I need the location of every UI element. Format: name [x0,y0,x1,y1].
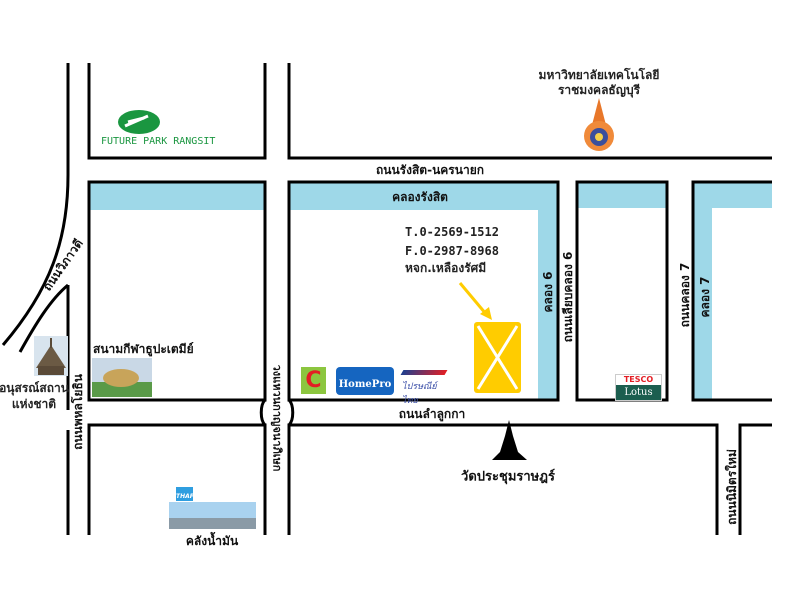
future-park-logo-icon [118,110,160,134]
stadium-label: สนามกีฬาธูปะเตมีย์ [93,342,194,356]
canal-khlong-7 [694,183,712,400]
oil-depot-photo [169,487,256,529]
company-name: หจก.เหลืองรัศมี [405,261,487,275]
canal-rangsit-segment [578,183,667,208]
thappline-logo-text: THAPP [176,493,199,500]
arrow-icon [480,307,492,320]
homepro-logo: HomePro [336,367,394,395]
road-lines [1,63,772,535]
fax-number: F.0-2987-8968 [405,244,499,258]
block-university [287,63,772,160]
block-nimit-mai [738,423,772,535]
university-seal-icon [584,98,614,151]
road-rangsit-nakhon-nayok: ถนนรังสิต-นครนายก [376,163,484,177]
block-khlong-7 [691,180,772,402]
tesco-lotus-logo: TESCO Lotus [615,374,662,401]
road-liap-khlong-6: ถนนเลียบคลอง 6 [561,251,575,343]
lotus-text: Lotus [616,385,661,400]
tesco-text: TESCO [616,375,661,385]
road-khlong-7: ถนนคลอง 7 [678,262,692,328]
thailand-post-text: ไปรษณีย์ไทย [402,382,437,406]
university-label-line1: มหาวิทยาลัยเทคโนโลยี [538,68,660,82]
road-phahonyothin: ถนนพหลโยธิน [71,374,85,450]
monument-icon [34,336,68,376]
road-kanchanaphisek: วงแหวนกาญจนาภิเษก [270,364,284,472]
homepro-logo-text: HomePro [338,379,392,390]
canal-khlong-6 [538,183,558,400]
temple-icon [492,420,527,460]
bigc-logo: C [301,367,326,394]
block-tesco [575,180,669,402]
phone-number: T.0-2569-1512 [405,225,499,239]
stadium-photo [92,358,152,397]
road-nimit-mai: ถนนนิมิตรใหม่ [725,449,739,525]
block-stadium [87,180,267,402]
canal-rangsit-label: คลองรังสิต [392,190,448,204]
vibhavadi-outer-edge [1,63,70,346]
university-label-line2: ราชมงคลธัญบุรี [557,83,641,97]
thailand-post-logo: ไปรษณีย์ไทย [400,368,448,406]
block-destination [287,180,560,402]
vibhavadi-inner-edge [18,283,69,353]
canal-rangsit-segment [90,183,265,210]
block-future-park [87,63,267,160]
oil-depot-label: คลังน้ำมัน [185,534,239,548]
destination-marker [458,282,521,393]
block-oil-depot [87,423,267,535]
bigc-logo-text: C [305,368,322,393]
future-park-label: FUTURE PARK RANGSIT [101,136,216,147]
monument-label-line2: แห่งชาติ [11,397,57,411]
canals [90,183,772,400]
road-lam-luk-ka: ถนนลำลูกกา [398,407,466,421]
canal-rangsit-segment [290,183,558,210]
temple-label: วัดประชุมราษฎร์ [461,469,555,485]
canal-khlong-6-label: คลอง 6 [541,271,555,313]
canal-khlong-7-label: คลอง 7 [698,276,712,318]
monument-label-line1: อนุสรณ์สถาน [0,381,69,395]
block-temple [287,423,719,535]
